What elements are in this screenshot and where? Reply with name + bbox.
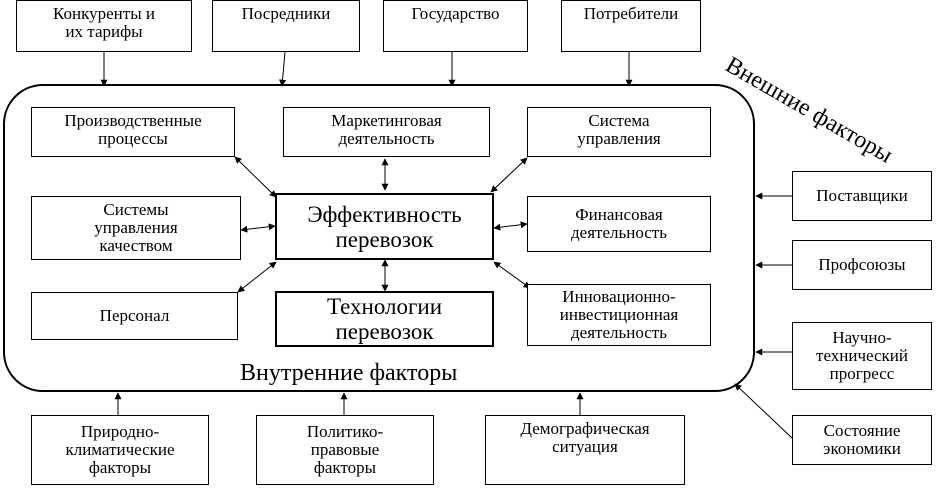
- efficiency-box: Эффективность перевозок: [275, 193, 494, 260]
- management-system-box: Система управления: [527, 107, 711, 157]
- link-quality: [240, 223, 276, 233]
- demographic-box: Демографическая ситуация: [485, 415, 685, 485]
- intermediaries-box: Посредники: [212, 0, 360, 52]
- production-processes-box: Производственные процессы: [31, 107, 235, 157]
- arrow-intermediaries: [279, 51, 287, 87]
- link-production: [234, 156, 277, 198]
- quality-systems-box: Системы управления качеством: [31, 196, 241, 260]
- innovation-box: Инновационно- инвестиционная деятельност…: [527, 284, 711, 346]
- internal-factors-label: Внутренние факторы: [240, 360, 458, 386]
- link-innovation: [493, 261, 531, 289]
- financial-box: Финансовая деятельность: [527, 196, 711, 252]
- natural-climatic-box: Природно- климатические факторы: [31, 415, 209, 485]
- consumers-box: Потребители: [561, 0, 701, 52]
- link-management: [490, 157, 528, 193]
- competitors-box: Конкуренты и их тарифы: [16, 0, 192, 52]
- state-box: Государство: [383, 0, 528, 52]
- scientific-progress-box: Научно- технический прогресс: [792, 322, 932, 390]
- marketing-box: Маркетинговая деятельность: [283, 107, 490, 157]
- arrow-economy-state: [734, 383, 793, 439]
- link-personnel: [237, 261, 277, 293]
- personnel-box: Персонал: [31, 292, 238, 340]
- suppliers-box: Поставщики: [792, 171, 932, 221]
- political-legal-box: Политико- правовые факторы: [256, 415, 434, 485]
- trade-unions-box: Профсоюзы: [792, 240, 932, 290]
- technology-box: Технологии перевозок: [275, 291, 494, 347]
- internal-factors-frame: [3, 84, 755, 392]
- economy-state-box: Состояние экономики: [792, 415, 932, 465]
- link-financial: [493, 221, 528, 231]
